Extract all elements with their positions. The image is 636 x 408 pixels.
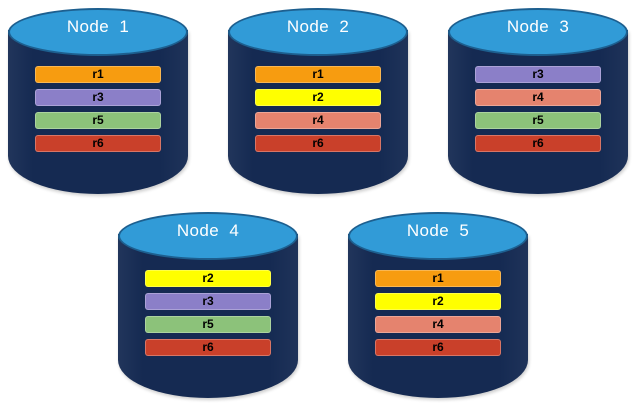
node-cylinder[interactable]: Node 5 r1 r2 r4 r6	[348, 212, 528, 398]
node-label: Node 5	[406, 221, 470, 240]
node-cylinder[interactable]: Node 3 r3 r4 r5 r6	[448, 8, 628, 194]
node-label: Node 1	[66, 17, 130, 36]
replica-bar[interactable]: r6	[35, 135, 161, 152]
replica-bar[interactable]: r5	[475, 112, 601, 129]
replica-bar[interactable]: r5	[145, 316, 271, 333]
replica-bar[interactable]: r6	[375, 339, 501, 356]
replica-bar[interactable]: r1	[375, 270, 501, 287]
node-cylinder[interactable]: Node 1 r1 r3 r5 r6	[8, 8, 188, 194]
replica-bar[interactable]: r1	[255, 66, 381, 83]
replica-bar[interactable]: r5	[35, 112, 161, 129]
node-top-ellipse	[118, 212, 298, 260]
replica-bar[interactable]: r4	[375, 316, 501, 333]
node-label: Node 4	[176, 221, 240, 240]
node-cylinder[interactable]: Node 4 r2 r3 r5 r6	[118, 212, 298, 398]
node-label: Node 2	[286, 17, 350, 36]
replica-bar[interactable]: r4	[255, 112, 381, 129]
node-cylinder[interactable]: Node 2 r1 r2 r4 r6	[228, 8, 408, 194]
replica-bar[interactable]: r6	[475, 135, 601, 152]
replica-bar[interactable]: r4	[475, 89, 601, 106]
node-label: Node 3	[506, 17, 570, 36]
replica-bar[interactable]: r3	[145, 293, 271, 310]
replica-bar[interactable]: r2	[255, 89, 381, 106]
node-top-ellipse	[348, 212, 528, 260]
replica-bar[interactable]: r1	[35, 66, 161, 83]
replica-bar[interactable]: r6	[255, 135, 381, 152]
replica-bar[interactable]: r2	[375, 293, 501, 310]
replica-list: r2 r3 r5 r6	[145, 270, 271, 356]
replica-bar[interactable]: r3	[35, 89, 161, 106]
replica-bar[interactable]: r2	[145, 270, 271, 287]
replica-bar[interactable]: r6	[145, 339, 271, 356]
replica-bar[interactable]: r3	[475, 66, 601, 83]
node-top-ellipse	[448, 8, 628, 56]
replica-list: r1 r3 r5 r6	[35, 66, 161, 152]
node-top-ellipse	[228, 8, 408, 56]
replica-list: r1 r2 r4 r6	[255, 66, 381, 152]
replica-list: r1 r2 r4 r6	[375, 270, 501, 356]
replica-list: r3 r4 r5 r6	[475, 66, 601, 152]
node-top-ellipse	[8, 8, 188, 56]
